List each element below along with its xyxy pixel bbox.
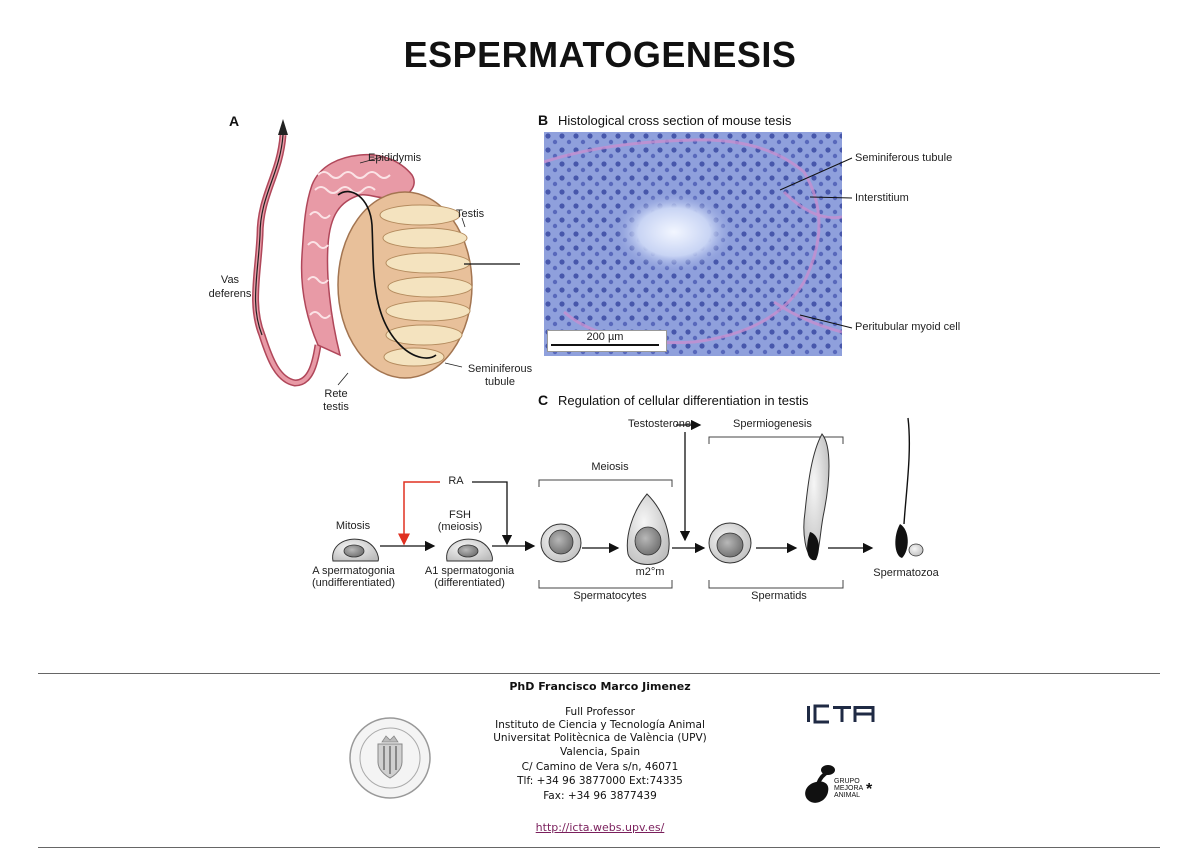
vas-deferens-label-2: deferens (208, 288, 252, 300)
icta-logo (807, 704, 875, 724)
a-spermatogonia-label: A spermatogonia (312, 565, 395, 577)
seminiferous-label-1: Seminiferous (467, 363, 533, 375)
spermatocytes-label: Spermatocytes (573, 590, 647, 602)
grupo-logo-text: GRUPO MEJORA ANIMAL (834, 778, 863, 799)
footer-institute: Instituto de Ciencia y Tecnología Animal (495, 719, 705, 731)
interstitium-label: Interstitium (855, 192, 909, 204)
panel-c-letter: C (538, 392, 549, 408)
footer-address: C/ Camino de Vera s/n, 46071 (521, 761, 679, 773)
asterisk-icon: * (866, 781, 873, 798)
footer-top-divider (38, 673, 1160, 674)
spermiogenesis-label: Spermiogenesis (733, 418, 812, 430)
scale-bar-label: 200 µm (586, 331, 624, 343)
spermatozoa-label: Spermatozoa (873, 567, 939, 579)
testis-label: Testis (456, 208, 485, 220)
a1-spermatogonia-sub-label: (differentiated) (434, 577, 505, 589)
fsh-label: FSH (449, 509, 471, 521)
scale-bar-box (547, 330, 667, 352)
epididymis-label: Epididymis (368, 152, 422, 164)
ra-label: RA (448, 475, 464, 487)
histology-image (544, 132, 842, 356)
footer-position: Full Professor (565, 706, 635, 718)
footer-fax: Fax: +34 96 3877439 (543, 790, 657, 802)
m2m-label: m2°m (635, 566, 665, 578)
scale-bar-line (551, 344, 659, 346)
a-spermatogonia-sub-label: (undifferentiated) (312, 577, 395, 589)
panel-a-letter: A (229, 113, 240, 129)
a1-spermatogonia-label: A1 spermatogonia (424, 565, 515, 577)
grupo-logo-line-3: ANIMAL (834, 792, 861, 799)
testosterone-label: Testosterone (628, 418, 691, 430)
vas-deferens-label-1: Vas (220, 274, 240, 286)
footer-university: Universitat Politècnica de València (UPV… (493, 732, 707, 744)
panel-c-caption: Regulation of cellular differentiation i… (558, 393, 809, 408)
footer-city: Valencia, Spain (560, 746, 640, 758)
footer-name: PhD Francisco Marco Jimenez (509, 680, 691, 693)
rete-testis-label-2: testis (323, 401, 349, 413)
fsh-meiosis-label: (meiosis) (437, 521, 483, 533)
footer-phone: Tlf: +34 96 3877000 Ext:74335 (517, 775, 683, 787)
seminiferous-label-2: tubule (485, 376, 515, 388)
meiosis-label: Meiosis (591, 461, 629, 473)
panel-b-letter: B (538, 112, 549, 128)
peritubular-label: Peritubular myoid cell (855, 321, 961, 333)
differentiation-diagram (332, 417, 924, 589)
testis-anatomy-illustration (252, 119, 520, 387)
icta-website-link[interactable]: http://icta.webs.upv.es/ (535, 821, 665, 834)
mitosis-label: Mitosis (335, 520, 371, 532)
grupo-mejora-animal-logo (805, 765, 835, 803)
spermatids-label: Spermatids (751, 590, 807, 602)
panel-b-caption: Histological cross section of mouse tesi… (558, 113, 792, 128)
seminiferous-tubule-label: Seminiferous tubule (855, 152, 953, 164)
panel-b-pointers (779, 157, 853, 329)
rete-testis-label-1: Rete (324, 388, 348, 400)
footer-bottom-divider (38, 847, 1160, 848)
upv-seal-logo (349, 717, 431, 799)
page-title: ESPERMATOGENESIS (403, 34, 797, 75)
grupo-logo-line-2: MEJORA (834, 785, 864, 792)
grupo-logo-line-1: GRUPO (834, 778, 860, 785)
